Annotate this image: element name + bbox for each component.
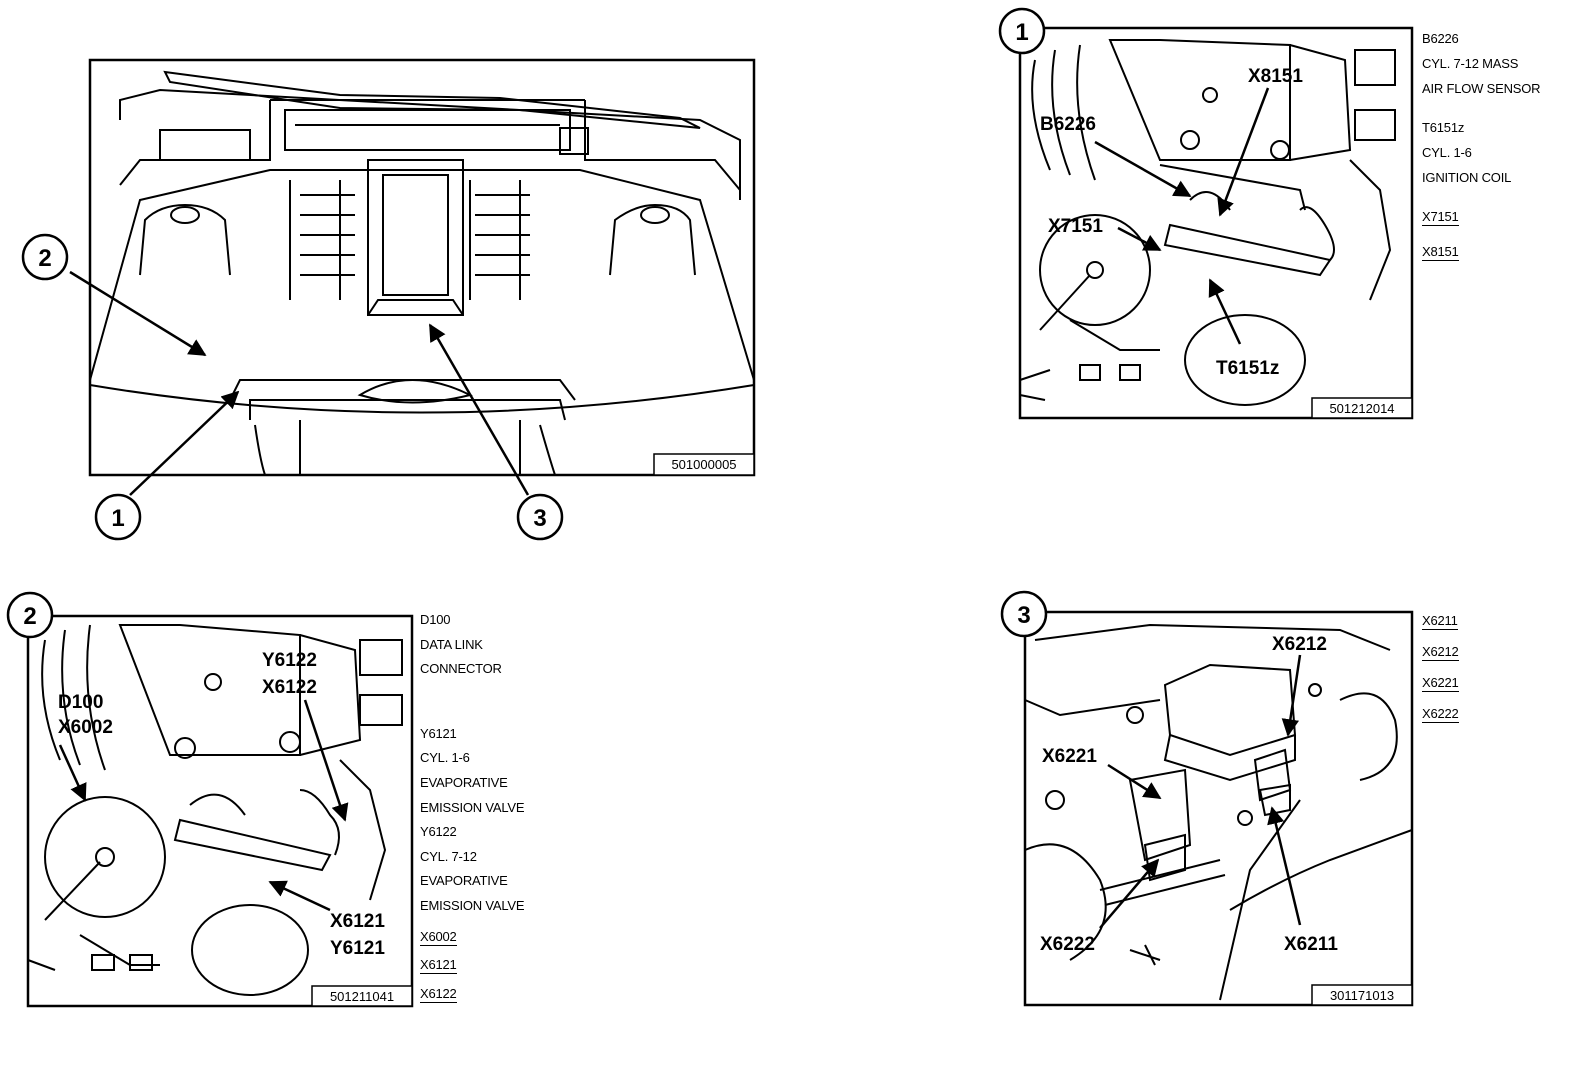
engine-drawing [89,70,755,476]
overview-marker-circle-3 [516,493,564,541]
overview-ref-number: 501000005 [671,457,736,472]
overview-arrow-3 [428,323,530,496]
view3-ref-number: 301171013 [1330,988,1394,1003]
overview-marker-1: 1 [111,505,124,532]
overview-frame [88,58,756,477]
view2-callout-y6122: Y6122 [262,650,317,671]
view2-callout-y6121: Y6121 [330,938,385,959]
overview-arrow-1 [129,390,240,496]
view1-text: 1 501212014 X8151 B6226 X7151 T6151z [1015,19,1394,416]
view2-marker-circle [6,591,54,639]
view3-frame [1023,610,1414,1007]
view3-ref-box [1311,984,1413,1006]
legend-b6226-code: B6226 [1422,31,1459,46]
view1-marker-circle [998,7,1046,55]
legend-y6121-desc-2: EVAPORATIVE [420,774,508,790]
view1-arrow-t6151z [1208,278,1242,345]
view2-ref-box [311,985,413,1007]
view2-arrow-x6002 [58,744,87,802]
view2-ref-number: 501211041 [330,989,394,1004]
overview-panel [21,58,756,541]
view1-arrow-x8151 [1217,87,1270,217]
legend-connector-x6211: X6211 [1422,613,1458,630]
view2-arrow-x6121 [268,880,331,912]
view2-panel [6,591,414,1008]
view2-callout-d100: D100 [58,692,103,713]
legend-t6151z-code: T6151z [1422,120,1465,135]
view3-callout-x6222: X6222 [1040,934,1095,955]
view1-legend: B6226 CYL. 7-12 MASS AIR FLOW SENSOR T61… [1422,26,1541,264]
overview-text: 501000005 2 1 3 [38,245,736,532]
view3-marker-circle [1000,590,1048,638]
view3-legend: X6211 X6212 X6221 X6222 [1422,610,1459,725]
view1-drawing [1019,39,1396,406]
view3-callout-x6221: X6221 [1042,746,1097,767]
view3-marker: 3 [1017,602,1030,629]
overview-marker-circle-1 [94,493,142,541]
view1-arrow-b6226 [1094,140,1192,198]
overview-marker-3: 3 [533,505,546,532]
view2-arrow-x6122 [303,699,349,822]
view2-marker: 2 [23,603,36,630]
legend-t6151z-desc-1: CYL. 1-6 [1422,145,1472,160]
view2-drawing [27,624,403,996]
view1-callout-x8151: X8151 [1248,66,1303,87]
view3-panel [1000,590,1414,1007]
legend-connector-x8151: X8151 [1422,244,1459,261]
view1-ref-box [1311,397,1413,419]
legend-y6122-desc-1: CYL. 7-12 [420,848,477,864]
view2-callout-x6002: X6002 [58,717,113,738]
view3-arrow-x6212 [1281,654,1302,737]
legend-connector-x6221: X6221 [1422,675,1459,692]
view1-callout-b6226: B6226 [1040,114,1096,135]
view1-frame [1018,26,1414,420]
view1-ref-number: 501212014 [1329,401,1394,416]
legend-connector-x6222: X6222 [1422,706,1459,723]
view1-panel [998,7,1414,420]
legend-y6122-desc-2: EVAPORATIVE [420,873,508,889]
view3-arrow-x6222 [1099,858,1160,929]
view2-text: 2 501211041 Y6122 X6122 D100 X6002 X6121… [23,603,394,1004]
view3-arrow-x6221 [1107,763,1162,800]
view1-marker: 1 [1015,19,1028,46]
legend-connector-x6212: X6212 [1422,644,1459,661]
view3-callout-x6212: X6212 [1272,634,1327,655]
legend-connector-x7151: X7151 [1422,209,1459,226]
view1-arrow-x7151 [1117,226,1162,252]
legend-d100-code: D100 [420,612,451,627]
legend-d100-desc-2: CONNECTOR [420,661,502,677]
legend-t6151z-desc-2: IGNITION COIL [1422,170,1512,185]
legend-d100-desc-1: DATA LINK [420,636,483,652]
overview-marker-circle-2 [21,233,69,281]
legend-y6121-code: Y6121 [420,725,457,741]
legend-y6121-desc-3: EMISSION VALVE [420,799,525,815]
view3-text: 3 301171013 X6212 X6221 X6222 X6211 [1017,602,1394,1003]
view2-callout-x6121: X6121 [330,911,385,932]
legend-y6121-desc-1: CYL. 1-6 [420,750,470,766]
view1-callout-t6151z: T6151z [1216,358,1279,379]
view2-legend: D100 DATA LINK CONNECTOR Y6121 CYL. 1-6 … [420,608,525,1006]
legend-y6122-desc-3: EMISSION VALVE [420,897,525,913]
view1-callout-x7151: X7151 [1048,216,1103,237]
legend-y6122-code: Y6122 [420,824,457,840]
view3-callout-x6211: X6211 [1284,934,1338,955]
view2-callout-x6122: X6122 [262,677,317,698]
overview-ref-box [653,453,755,476]
legend-b6226-desc-2: AIR FLOW SENSOR [1422,81,1541,96]
legend-connector-x6121: X6121 [420,957,457,975]
overview-marker-2: 2 [38,245,51,272]
legend-connector-x6122: X6122 [420,985,457,1003]
legend-connector-x6002: X6002 [420,928,457,946]
view3-arrow-x6211 [1267,806,1302,926]
overview-arrow-2 [69,270,207,357]
legend-b6226-desc-1: CYL. 7-12 MASS [1422,56,1519,71]
view2-frame [26,614,414,1008]
